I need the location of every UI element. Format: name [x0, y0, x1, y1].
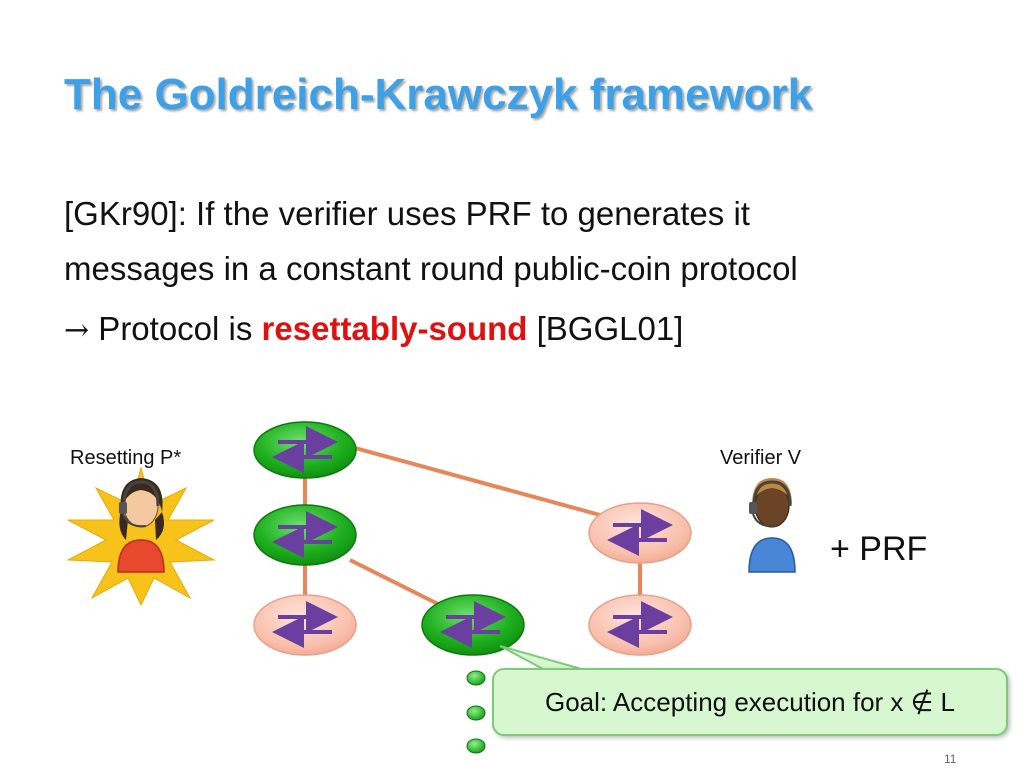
node-pink-right-bottom	[588, 594, 692, 656]
goal-callout: Goal: Accepting execution for x ∉ L	[492, 668, 1008, 736]
node-green-top	[253, 421, 357, 479]
continuation-dots	[466, 670, 486, 754]
prover-icon	[66, 466, 216, 607]
node-pink-right-top	[588, 502, 692, 564]
body-line-3-pre: Protocol is	[89, 310, 262, 347]
tree-edges	[303, 446, 642, 607]
callout-pointer	[499, 645, 586, 671]
body-line-1: [GKr90]: If the verifier uses PRF to gen…	[64, 195, 750, 232]
body-line-3-post: [BGGL01]	[527, 310, 684, 347]
verifier-icon	[748, 478, 796, 573]
verifier-label: Verifier V	[720, 447, 802, 469]
edge-root-to-right-pink	[354, 446, 601, 517]
edge-mid-to-bottom-green	[349, 558, 441, 607]
node-green-mid	[253, 504, 357, 566]
page-number: 11	[944, 752, 957, 766]
body-line-2: messages in a constant round public-coin…	[64, 250, 798, 287]
node-green-bottom	[421, 594, 525, 656]
implies-arrow: →	[64, 313, 90, 348]
node-pink-bottom-left	[253, 594, 357, 656]
resettably-sound-highlight: resettably-sound	[261, 310, 528, 347]
goal-text: Goal: Accepting execution for x ∉ L	[545, 686, 955, 717]
slide-title: The Goldreich-Krawczyk framework	[64, 70, 813, 119]
body-line-3: → Protocol is resettably-sound [BGGL01]	[64, 310, 683, 349]
prover-label: Resetting P*	[70, 447, 182, 469]
prf-label: + PRF	[830, 530, 928, 568]
